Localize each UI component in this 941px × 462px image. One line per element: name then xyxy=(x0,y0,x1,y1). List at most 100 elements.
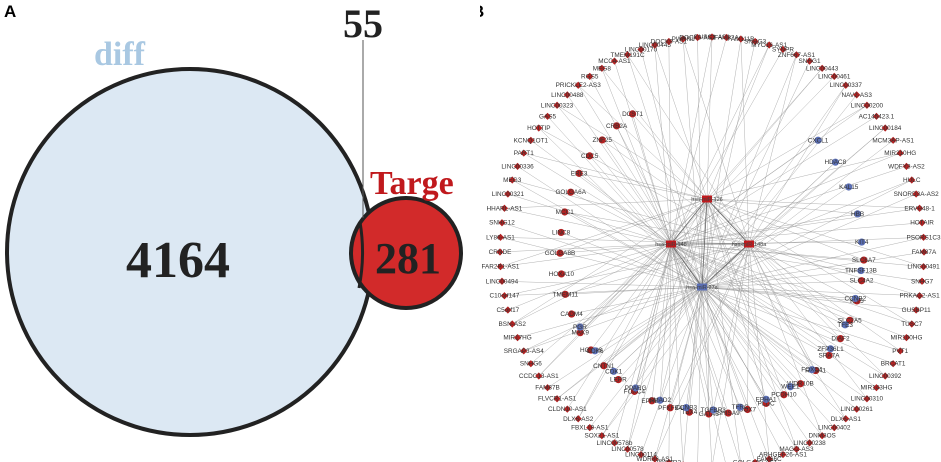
network-edge xyxy=(706,198,741,462)
lncrna-node-label: FBXL19-AS1 xyxy=(571,425,609,432)
network-edge xyxy=(706,198,846,326)
network-edge xyxy=(701,286,857,410)
lncrna-node: WDR86-AS1 xyxy=(637,455,674,462)
lncrna-node-marker xyxy=(902,162,911,170)
target-only-count: 281 xyxy=(375,234,441,283)
lncrna-node-label: RGS5 xyxy=(581,73,599,80)
lncrna-node-marker xyxy=(500,204,509,212)
network-edge xyxy=(670,243,923,282)
network-edge xyxy=(670,152,901,245)
network-edge xyxy=(523,152,672,245)
network-edge xyxy=(523,286,703,352)
lncrna-node: LINC00336 xyxy=(501,162,534,170)
mrna-node-up-marker xyxy=(600,362,608,370)
lncrna-node-label: SNHG6 xyxy=(520,361,542,368)
mrna-node-down: CXCL1 xyxy=(808,136,829,144)
network-edge xyxy=(701,280,862,288)
lncrna-node: LINC00445 xyxy=(639,41,671,49)
mrna-node-down: CCNB2 xyxy=(845,294,867,303)
lncrna-node-label: TUSC7 xyxy=(901,321,922,328)
lncrna-node: LINC00402 xyxy=(818,424,851,432)
network-edge xyxy=(706,198,924,267)
network-edge xyxy=(706,198,785,395)
mrna-node-up-marker xyxy=(628,110,637,118)
mrna-node-down-label: TFE3 xyxy=(837,322,853,329)
network-edge xyxy=(601,286,703,436)
lncrna-node: PVT1 xyxy=(892,347,909,355)
lncrna-node-marker xyxy=(872,384,881,392)
lncrna-node-label: LINC00170 xyxy=(625,46,658,53)
network-edge xyxy=(712,243,750,411)
lncrna-node: FAM82A xyxy=(714,33,739,42)
lncrna-node-marker xyxy=(896,149,904,157)
mrna-node-down: TGFBR3 xyxy=(701,406,727,414)
lncrna-node: LINC00170 xyxy=(625,45,658,53)
network-edge xyxy=(689,286,703,413)
mrna-node-up: SLC2A5 xyxy=(838,316,862,324)
lncrna-node-marker xyxy=(563,405,571,413)
network-edge xyxy=(499,243,672,253)
network-edge xyxy=(512,179,703,288)
lncrna-node-marker xyxy=(805,439,814,447)
lncrna-node-label: FAR2P1-AS1 xyxy=(481,264,519,271)
lncrna-node-marker xyxy=(543,384,552,392)
network-edge xyxy=(748,243,862,271)
hub-edge xyxy=(670,243,703,288)
network-edge xyxy=(747,243,750,410)
mrna-node-down-marker xyxy=(814,136,822,144)
lncrna-node-label: MIR17HG xyxy=(503,335,531,342)
lncrna-node-marker xyxy=(563,91,571,99)
lncrna-node-label: PWRN1 xyxy=(672,36,696,43)
mrna-node-up-label: DIAF2 xyxy=(831,336,850,343)
lncrna-node: LINC00310 xyxy=(851,395,884,403)
mirna-hub-node: hsa-miR-126 xyxy=(691,195,723,203)
lncrna-node-label: ARHGEF26-AS1 xyxy=(759,452,807,459)
mrna-node-up-marker xyxy=(825,351,833,360)
network-edge xyxy=(601,68,708,200)
lncrna-node-marker xyxy=(508,320,516,328)
mrna-node-up: SLC6A7 xyxy=(852,256,876,264)
lncrna-node-marker xyxy=(586,72,594,80)
network-edge xyxy=(500,198,708,267)
mrna-node-down-marker xyxy=(851,294,859,303)
mrna-node-down-label: TGFBR3 xyxy=(701,407,727,414)
network-edge xyxy=(603,286,703,366)
network-edge xyxy=(712,243,750,462)
network-edge xyxy=(556,286,703,399)
lncrna-node-marker xyxy=(912,190,920,198)
mrna-node-up: PCDH10 xyxy=(771,391,797,399)
mrna-node-up-label: ERE3 xyxy=(571,170,588,177)
mrna-node-down-marker xyxy=(591,347,599,355)
network-edge xyxy=(632,113,708,200)
network-edge xyxy=(670,243,907,338)
network-edge xyxy=(748,243,868,399)
mrna-node-up-label: PCDH10 xyxy=(771,392,797,399)
network-edge xyxy=(701,251,925,288)
network-edge xyxy=(547,286,703,388)
lncrna-node: BSN-AS2 xyxy=(499,320,526,328)
lncrna-node: SNHG7 xyxy=(911,277,933,285)
lncrna-node-label: SYNPR xyxy=(772,46,794,53)
lncrna-node-label: MCM3AP-AS1 xyxy=(872,137,914,144)
lncrna-node-label: CCDC13-AS1 xyxy=(519,373,559,380)
network-edge xyxy=(670,243,785,395)
network-edge xyxy=(504,243,750,296)
mrna-node-down: KAL15 xyxy=(839,183,859,191)
mrna-node-up: LINC8 xyxy=(552,228,571,236)
lncrna-node-label: LINC00321 xyxy=(492,191,525,198)
network-edge xyxy=(701,186,849,288)
lncrna-node-label: SNORD3A-AS2 xyxy=(894,191,940,198)
mrna-node-up-label: EPHB4 xyxy=(641,398,662,405)
lncrna-node-label: SOX21-AS1 xyxy=(584,433,619,440)
lncrna-node-label: MIR210HG xyxy=(884,150,916,157)
hub-edge xyxy=(706,198,750,245)
lncrna-node-label: WASIR2 xyxy=(657,460,682,462)
lncrna-node: SNHG6 xyxy=(520,360,542,368)
network-edge xyxy=(748,243,823,436)
mrna-node-up-marker xyxy=(612,122,621,130)
mrna-node-up-label: MCC1 xyxy=(556,209,575,216)
lncrna-node: DOCK9-AS2 xyxy=(679,33,716,42)
mrna-node-up-label: PLDC xyxy=(758,400,775,407)
mirna-hub-label: hsa-miR-27a xyxy=(686,285,718,291)
lncrna-node-marker xyxy=(496,248,504,256)
